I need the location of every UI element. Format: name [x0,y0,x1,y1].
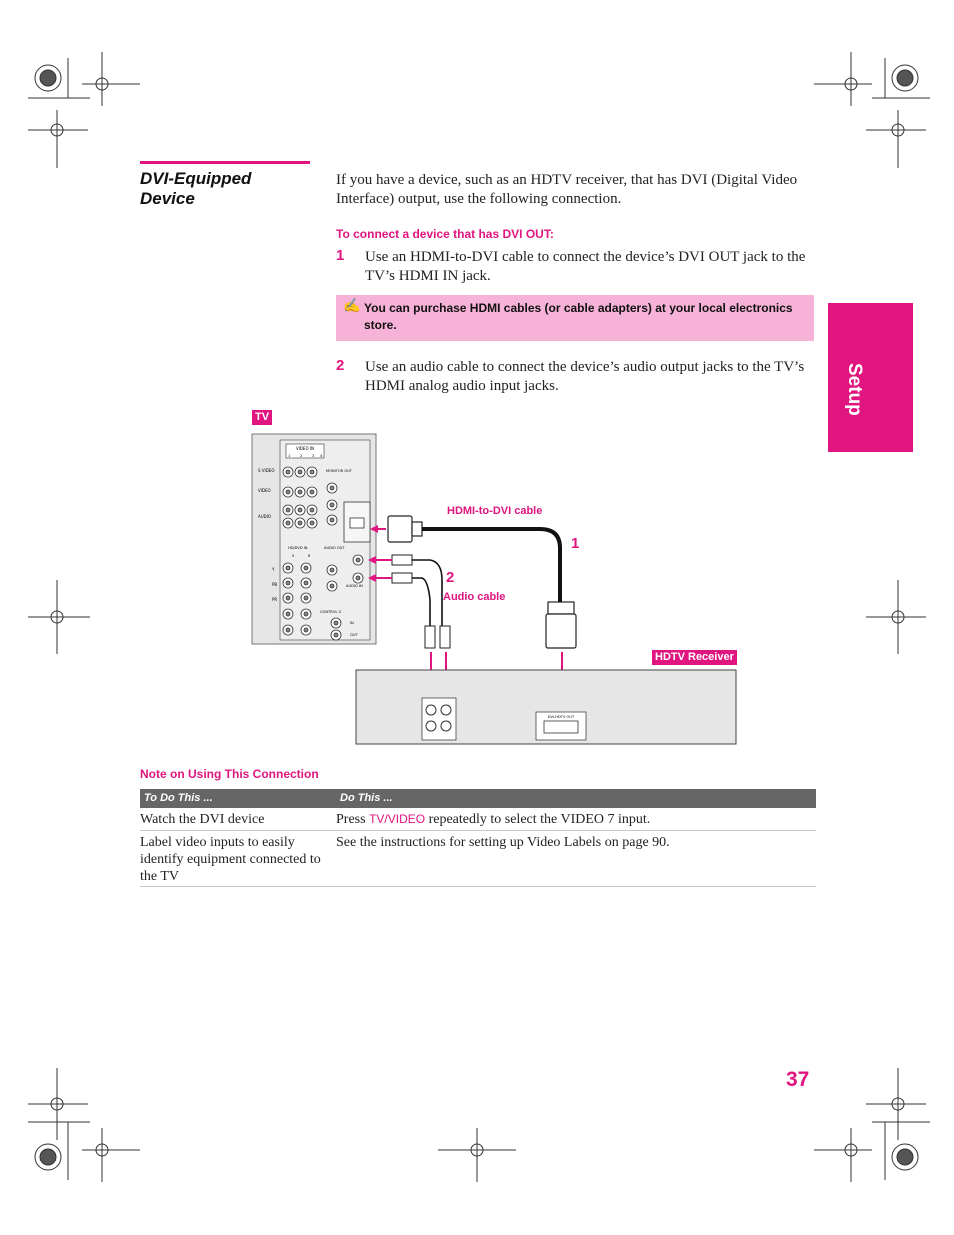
pencil-note-icon: ✍ [343,299,361,314]
panel-port-1-label: 1 [288,454,290,458]
table-cell-action: See the instructions for setting up Vide… [336,834,816,851]
panel-jack-center [285,627,291,633]
connection-diagram: VIDEO IN S VIDEO VIDEO AUDIO MONITOR OUT… [251,433,737,745]
panel-port-2-label: 2 [300,454,302,458]
section-title: DVI-Equipped Device [140,169,310,209]
table-header-col2: Do This ... [340,792,393,804]
table-cell-action: Press TV/VIDEO repeatedly to select the … [336,811,816,828]
panel-y-label: Y [271,567,275,572]
side-tab [828,303,913,452]
audio-cable-label: Audio cable [443,591,506,603]
panel-out-label: OUT [350,633,358,637]
action-text: repeatedly to select the VIDEO 7 input. [425,812,651,827]
callout-2: 2 [446,569,455,586]
panel-port-5-label: 5 [292,554,294,558]
notes-table-heading: Note on Using This Connection [140,767,319,781]
panel-jack-center [355,557,361,563]
panel-audio-label: AUDIO [258,514,271,519]
panel-port-3-label: 3 [312,454,314,458]
section-title-line1: DVI-Equipped [140,169,252,188]
panel-jack-center [285,520,291,526]
panel-jack-center [297,469,303,475]
table-header-col1: To Do This ... [144,792,213,804]
panel-jack-center [297,507,303,513]
panel-jack-center [309,489,315,495]
hdtv-receiver-tag: HDTV Receiver [652,650,737,665]
panel-jack-center [303,565,309,571]
panel-port-4-label: 4 [320,454,323,458]
hdmi-to-dvi-cable [370,515,577,714]
step-2-number: 2 [336,357,345,374]
panel-control-s-label: CONTROL S [320,610,342,614]
panel-jack-center [285,565,291,571]
panel-jack-center [329,517,335,523]
panel-jack-center [303,627,309,633]
side-tab-label: Setup [844,363,865,416]
note-text: You can purchase HDMI cables (or cable a… [364,301,793,332]
hdmi-cable-label: HDMI-to-DVI cable [447,505,543,517]
table-row: Watch the DVI device Press TV/VIDEO repe… [140,808,816,831]
panel-jack-center [329,485,335,491]
title-rule [140,161,310,164]
procedure-heading: To connect a device that has DVI OUT: [336,227,554,241]
receiver-dvi-label: DVI-HDTV OUT [548,715,575,719]
panel-jack-center [333,620,339,626]
table-cell-task: Watch the DVI device [140,812,265,827]
panel-s-video-label: S VIDEO [258,468,274,473]
panel-jack-center [285,489,291,495]
tv-video-button-label: TV/VIDEO [369,812,426,826]
panel-jack-center [285,469,291,475]
notes-table: To Do This ... Do This ... Watch the DVI… [140,789,816,887]
step-1-text: Use an HDMI-to-DVI cable to connect the … [365,249,806,284]
panel-jack-center [309,520,315,526]
panel-jack-center [329,583,335,589]
table-cell-task: Label video inputs to easily identify eq… [140,835,321,884]
panel-hd-dvd-in-label: HD/DVD IN [288,546,308,550]
panel-jack-center [303,580,309,586]
panel-jack-center [309,507,315,513]
panel-audio-in-label: AUDIO IN [346,584,363,588]
panel-jack-center [329,567,335,573]
table-header: To Do This ... Do This ... [140,789,816,808]
section-title-line2: Device [140,189,195,208]
action-text: Press [336,812,370,827]
panel-in-label: IN [350,621,354,625]
panel-jack-center [297,489,303,495]
panel-jack-center [285,507,291,513]
panel-video-label: VIDEO [258,488,271,493]
page-number: 37 [786,1068,810,1091]
panel-jack-center [303,595,309,601]
panel-jack-center [329,502,335,508]
tv-tag: TV [252,410,273,425]
note-box [336,295,814,341]
panel-monitor-out-label: MONITOR OUT [326,469,353,473]
panel-video-in-label: VIDEO IN [296,446,314,451]
intro-paragraph: If you have a device, such as an HDTV re… [336,172,798,207]
panel-pr-label: PR [272,597,277,602]
panel-jack-center [285,580,291,586]
callout-1: 1 [571,535,580,552]
table-row: Label video inputs to easily identify eq… [140,831,816,887]
step-2-text: Use an audio cable to connect the device… [365,359,805,394]
panel-jack-center [309,469,315,475]
step-1-number: 1 [336,247,345,264]
panel-jack-center [303,611,309,617]
panel-audio-out-label: AUDIO OUT [324,546,345,550]
panel-jack-center [285,611,291,617]
panel-port-6-label: 6 [308,554,311,558]
panel-jack-center [333,632,339,638]
panel-jack-center [355,575,361,581]
panel-jack-center [285,595,291,601]
panel-pb-label: PB [272,582,277,587]
panel-jack-center [297,520,303,526]
action-text: See the instructions for setting up Vide… [336,835,670,850]
